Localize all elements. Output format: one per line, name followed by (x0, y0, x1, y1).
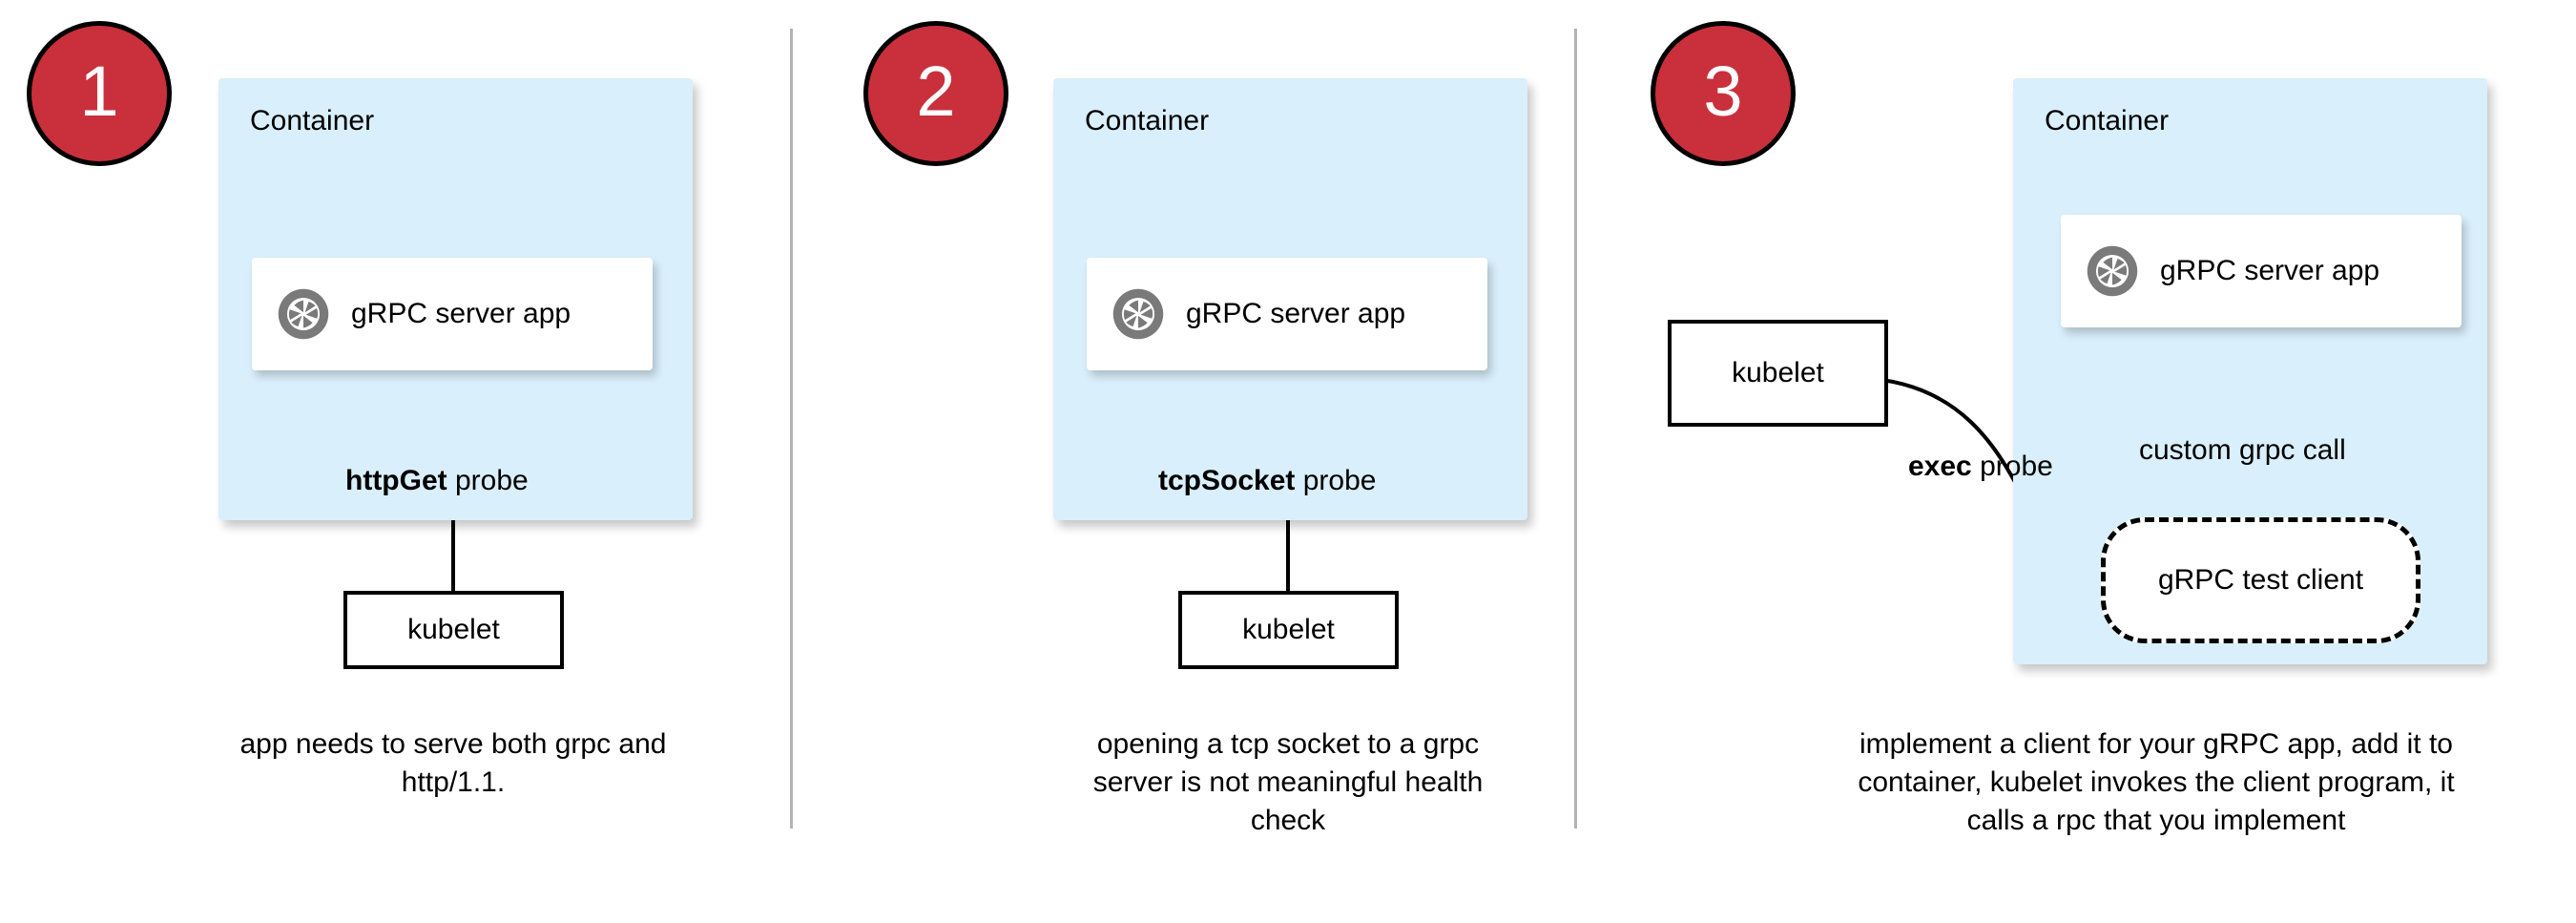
panel-3-grpc-test-client-label: gRPC test client (2157, 564, 2364, 596)
panel-2-kubelet-label: kubelet (1242, 614, 1335, 645)
panel-1-grpc-server-app-card: gRPC server app (252, 258, 653, 370)
panel-1-kubelet-label: kubelet (407, 614, 500, 645)
panel-3-kubelet-box: kubelet (1668, 320, 1888, 427)
panel-3-caption: implement a client for your gRPC app, ad… (1858, 728, 2455, 836)
panel-2-probe-label: tcpSocket probe (1158, 465, 1376, 497)
panel-1-caption: app needs to serve both grpc and http/1.… (239, 728, 667, 798)
panel-1-grpc-server-app-label: gRPC server app (351, 298, 571, 329)
panel-3-exec-probe-label-rest: probe (1971, 451, 2053, 482)
grpc-logo-icon (278, 288, 329, 340)
panel-2-badge-number: 2 (916, 52, 956, 131)
panel-1-kubelet-box: kubelet (343, 591, 564, 669)
panel-1-badge-number: 1 (79, 52, 119, 131)
panel-divider-2 (1574, 29, 1577, 829)
panel-2-probe-label-bold: tcpSocket (1158, 465, 1296, 496)
grpc-logo-icon (2087, 245, 2138, 297)
panel-2-probe-label-rest: probe (1295, 465, 1377, 496)
panel-3-custom-grpc-call-label: custom grpc call (2139, 434, 2346, 466)
panel-1-container-label: Container (250, 105, 375, 136)
panel-2-caption: opening a tcp socket to a grpc server is… (1092, 728, 1484, 836)
panel-3-exec-probe-label-bold: exec (1908, 451, 1972, 482)
panel-3-exec-probe-label: exec probe (1908, 451, 2053, 483)
panel-1-probe-label-bold: httpGet (345, 465, 447, 496)
panel-1-badge: 1 (27, 21, 172, 166)
panel-2-container-label: Container (1085, 105, 1210, 136)
panel-3-badge: 3 (1651, 21, 1796, 166)
panel-2-kubelet-box: kubelet (1178, 591, 1399, 669)
panel-2-grpc-server-app-label: gRPC server app (1186, 298, 1406, 329)
panel-1-probe-label-rest: probe (447, 465, 529, 496)
panel-divider-1 (790, 29, 793, 829)
grpc-logo-icon (1112, 288, 1164, 340)
panel-3-grpc-server-app-card: gRPC server app (2061, 215, 2462, 327)
panel-3-grpc-server-app-label: gRPC server app (2160, 255, 2380, 286)
panel-2-badge: 2 (863, 21, 1008, 166)
panel-3-kubelet-label: kubelet (1732, 357, 1824, 388)
panel-2-grpc-server-app-card: gRPC server app (1087, 258, 1487, 370)
panel-3-container-label: Container (2045, 105, 2170, 136)
panel-3-grpc-test-client: gRPC test client (2101, 517, 2420, 643)
panel-3-badge-number: 3 (1703, 52, 1743, 131)
panel-1-probe-label: httpGet probe (345, 465, 529, 497)
